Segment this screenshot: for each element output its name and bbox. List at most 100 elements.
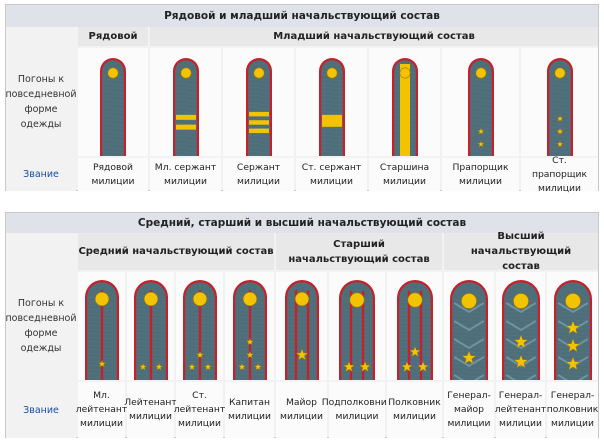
star-icon (295, 348, 308, 361)
rank-name: Прапорщик милиции (442, 158, 519, 191)
rank-name: Подполковник милиции (322, 382, 392, 438)
rank-row-link[interactable]: Звание (6, 158, 76, 191)
shoulder-board-icon (396, 280, 433, 380)
corner-cell (6, 27, 76, 46)
shoulder-board-icon (546, 58, 573, 156)
star-icon (343, 360, 355, 372)
star-icon (203, 362, 212, 371)
lumen-stripe (419, 290, 422, 380)
rank-name: Ст. прапорщик милиции (521, 155, 598, 194)
star-icon (476, 127, 485, 135)
button-icon (253, 67, 264, 79)
button-icon (407, 292, 422, 308)
shoulder-board-icon (450, 280, 488, 380)
lumen-stripe (306, 290, 309, 380)
button-icon (294, 291, 309, 307)
shoulder-board-icon (133, 280, 168, 380)
shoulder-board-cell (369, 48, 440, 156)
row-label-shoulder-boards: Погоны к повседневной форме одежды (5, 48, 77, 156)
shoulder-board-icon (182, 280, 217, 380)
button-icon (512, 293, 529, 309)
rank-name: Майор милиции (276, 382, 327, 438)
shoulder-board-cell (78, 272, 125, 380)
star-icon (154, 362, 163, 371)
lumen-stripe (361, 290, 365, 380)
header-private: Рядовой (78, 27, 148, 46)
star-icon (461, 350, 477, 365)
shoulder-board-cell (521, 48, 598, 156)
star-icon (97, 359, 106, 368)
star-icon (400, 360, 413, 372)
stripe (248, 128, 269, 134)
enlisted-ranks-table: Рядовой и младший начальствующий состав … (5, 4, 599, 194)
header-junior: Младший начальствующий состав (150, 27, 598, 46)
rank-name: Капитан милиции (225, 382, 274, 438)
star-icon (565, 320, 580, 335)
officer-ranks-table: Средний, старший и высший начальствующий… (5, 212, 599, 438)
star-icon (138, 362, 147, 371)
star-icon (237, 362, 246, 371)
rank-name: Ст. сержант милиции (296, 158, 367, 191)
shoulder-board-icon (339, 280, 375, 380)
shoulder-board-cell (225, 272, 274, 380)
button-icon (143, 291, 158, 307)
shoulder-board-icon (318, 58, 345, 156)
star-icon (476, 140, 485, 148)
star-icon (565, 338, 580, 353)
shoulder-board-icon (391, 58, 418, 156)
wide-stripe (321, 114, 342, 127)
table-title: Средний, старший и высший начальствующий… (6, 213, 598, 233)
shoulder-board-cell (150, 48, 221, 156)
shoulder-board-icon (467, 58, 494, 156)
button-icon (564, 293, 581, 309)
shoulder-board-icon (553, 280, 592, 380)
rank-name: Генерал-лейтенант милиции (495, 382, 546, 438)
button-icon (349, 292, 365, 308)
lumen-stripe (349, 290, 353, 380)
shoulder-board-icon (245, 58, 272, 156)
star-icon (245, 337, 254, 346)
shoulder-board-icon (172, 58, 199, 156)
lumen-stripe (294, 290, 297, 380)
button-icon (399, 67, 410, 79)
button-icon (94, 291, 109, 307)
stripe (175, 124, 196, 130)
star-icon (565, 356, 580, 371)
table-title: Рядовой и младший начальствующий состав (6, 5, 598, 27)
rank-name: Старшина милиции (369, 158, 440, 191)
star-icon (195, 350, 204, 359)
shoulder-board-cell (329, 272, 385, 380)
shoulder-board-icon (100, 58, 126, 156)
star-icon (555, 114, 564, 122)
corner-cell (6, 233, 76, 270)
shoulder-board-cell (127, 272, 174, 380)
shoulder-board-cell (444, 272, 494, 380)
stripe (248, 111, 269, 117)
star-icon (253, 362, 262, 371)
shoulder-board-cell (547, 272, 598, 380)
shoulder-board-icon (501, 280, 540, 380)
rank-name: Генерал-полковник милиции (547, 382, 598, 438)
shoulder-board-cell (496, 272, 545, 380)
lumen-stripe (407, 290, 410, 380)
star-icon (513, 354, 528, 369)
rank-name: Рядовой милиции (78, 158, 148, 191)
rank-row-link[interactable]: Звание (6, 382, 76, 438)
shoulder-board-cell (442, 48, 519, 156)
button-icon (192, 291, 207, 307)
lumen-stripe (149, 290, 152, 380)
stripe (248, 120, 269, 125)
stripe (175, 114, 196, 120)
button-icon (242, 291, 257, 307)
star-icon (187, 362, 196, 371)
header-top: Высший начальствующий состав (444, 231, 598, 272)
shoulder-board-icon (232, 280, 267, 380)
star-icon (408, 345, 421, 357)
button-icon (461, 293, 477, 309)
shoulder-board-cell (176, 272, 223, 380)
row-label-shoulder-boards: Погоны к повседневной форме одежды (5, 272, 77, 380)
button-icon (326, 67, 337, 79)
shoulder-board-cell (296, 48, 367, 156)
shoulder-board-cell (78, 48, 148, 156)
shoulder-board-icon (284, 280, 319, 380)
